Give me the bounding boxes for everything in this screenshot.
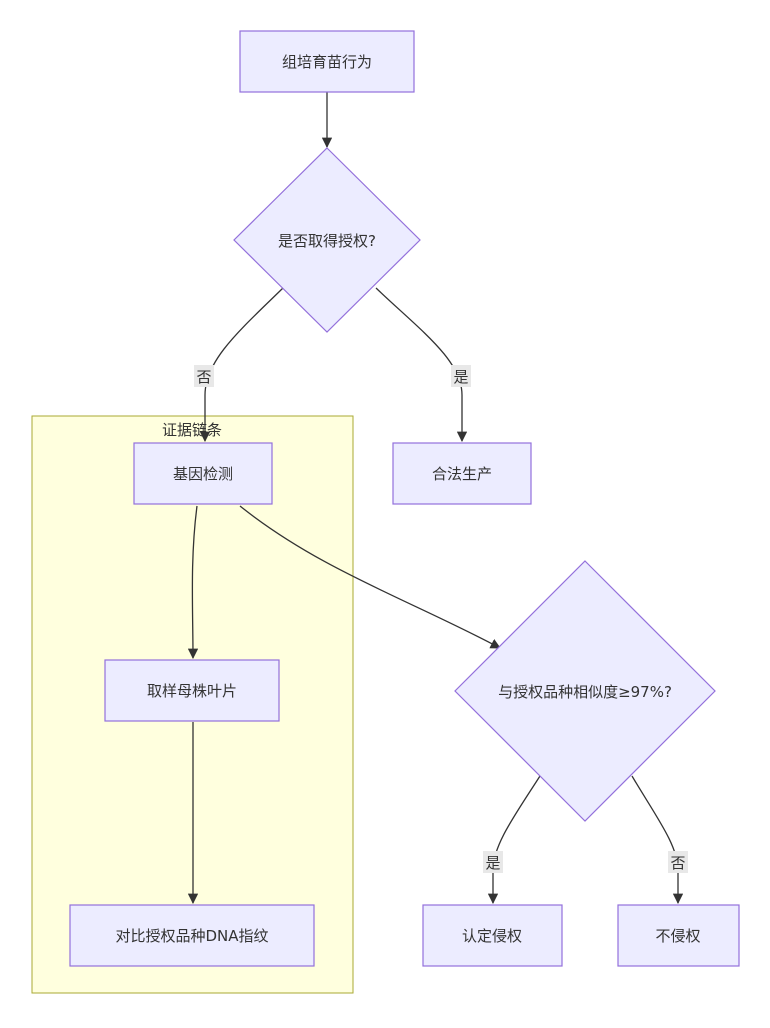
node-label: 认定侵权 (462, 927, 522, 945)
edge-authorized-yes (375, 287, 468, 443)
edge-label-sim-yes: 是 (483, 851, 503, 873)
node-label: 合法生产 (432, 465, 492, 483)
node-label: 不侵权 (655, 927, 700, 945)
edge-label-text: 是 (453, 368, 468, 386)
edge-label-auth-yes: 是 (451, 365, 471, 387)
node-infringe: 认定侵权 (422, 904, 563, 967)
node-sample: 取样母株叶片 (104, 659, 280, 722)
node-no-infringe: 不侵权 (617, 904, 740, 967)
node-behavior: 组培育苗行为 (239, 30, 415, 93)
node-label: 是否取得授权? (278, 232, 376, 250)
edge-label-text: 是 (485, 854, 500, 872)
edge-authorized-no (199, 287, 284, 443)
edge-label-sim-no: 否 (668, 851, 688, 873)
edge-similarity-no (631, 775, 684, 905)
edge-label-text: 否 (670, 854, 685, 872)
node-label: 组培育苗行为 (282, 53, 372, 71)
node-label: 对比授权品种DNA指纹 (115, 927, 268, 945)
node-authorized-decision: 是否取得授权? (233, 147, 421, 333)
node-compare-dna: 对比授权品种DNA指纹 (69, 904, 315, 967)
node-gene-test: 基因检测 (133, 442, 273, 505)
node-label: 取样母株叶片 (147, 682, 237, 700)
edge-gene-to-sample (187, 505, 199, 660)
node-label: 基因检测 (173, 465, 233, 483)
cluster-title: 证据链条 (162, 421, 222, 439)
node-label: 与授权品种相似度≥97%? (498, 683, 672, 701)
edge-gene-to-similarity (239, 505, 501, 649)
edge-label-auth-no: 否 (194, 365, 214, 387)
node-similarity-decision: 与授权品种相似度≥97%? (454, 560, 716, 822)
edge-label-text: 否 (196, 368, 211, 386)
edge-similarity-yes (487, 775, 541, 905)
node-legal-production: 合法生产 (392, 442, 532, 505)
